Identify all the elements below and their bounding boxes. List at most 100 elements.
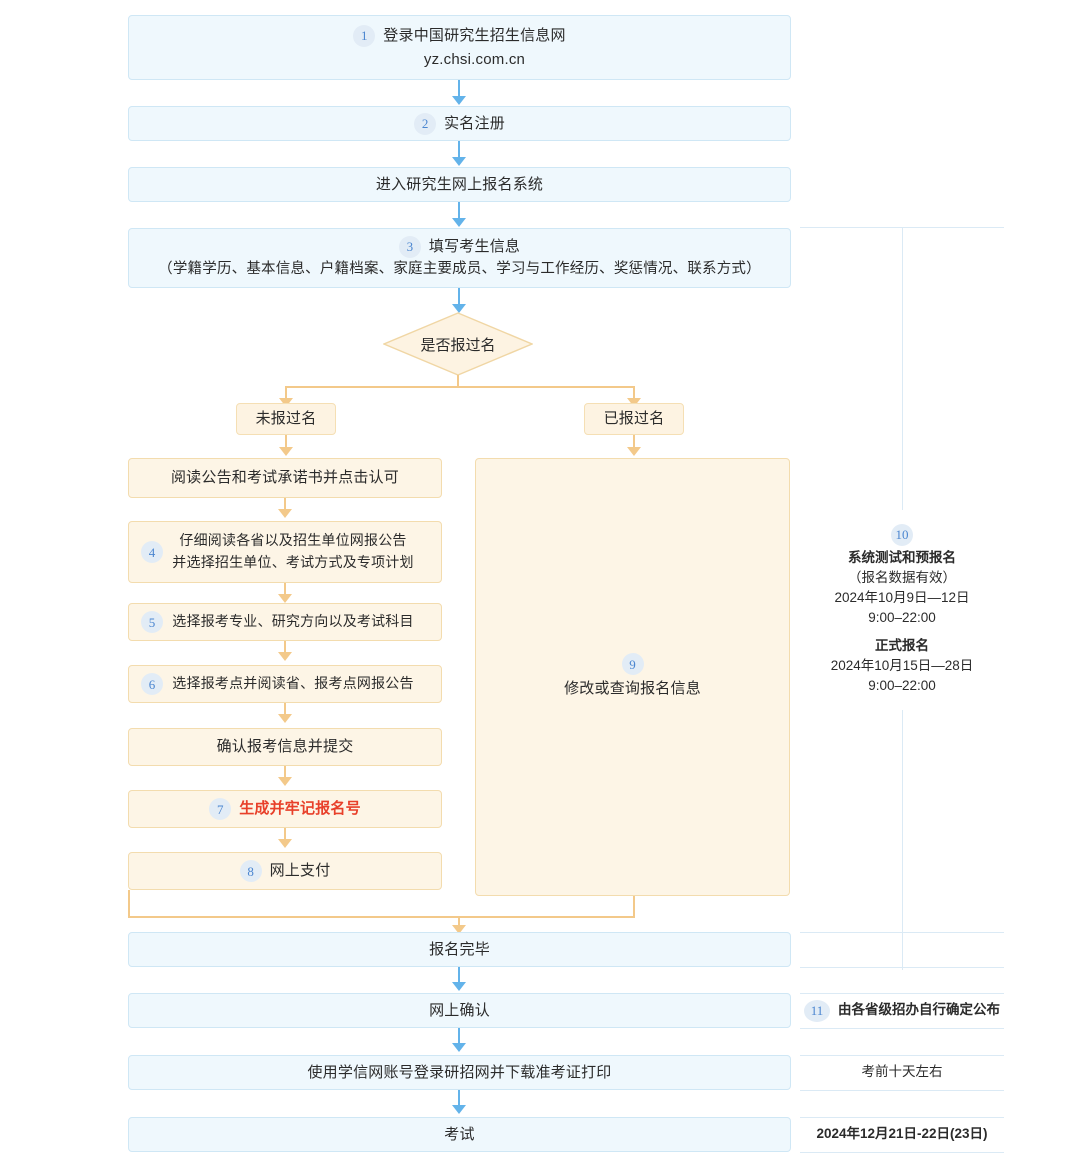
arrow-right-branch-down [627, 447, 641, 456]
connector-login-to-register [458, 80, 460, 98]
step-select-exam-site[interactable]: 6 选择报考点并阅读省、报考点网报公告 [128, 665, 442, 703]
step-enter-system[interactable]: 进入研究生网上报名系统 [128, 167, 791, 202]
timeline-pre-date: 2024年10月9日—12日 [834, 590, 970, 606]
timeline-ticket-text: 考前十天左右 [861, 1064, 943, 1080]
step-read-province-line2: 并选择招生单位、考试方式及专项计划 [172, 554, 414, 570]
step-confirm-submit[interactable]: 确认报考信息并提交 [128, 728, 442, 766]
timeline-exam-text: 2024年12月21日-22日(23日) [816, 1126, 988, 1142]
connector-merge-bar [128, 916, 635, 918]
connector-left-merge-down [128, 890, 130, 918]
timeline-formal-time: 9:00–22:00 [868, 678, 936, 694]
step-confirm-submit-label: 确认报考信息并提交 [216, 738, 354, 756]
connector-l5-l6 [284, 766, 286, 779]
arrow-confirm-to-ticket [452, 1043, 466, 1052]
branch-not-registered-text: 未报过名 [255, 410, 317, 428]
connector-right-merge-down [633, 896, 635, 918]
connector-l6-l7 [284, 828, 286, 841]
timeline-exam: 2024年12月21日-22日(23日) [800, 1117, 1004, 1152]
step-badge-3: 3 [398, 235, 421, 258]
arrow-system-to-info [452, 218, 466, 227]
panel-divider-ticket-bottom [800, 1090, 1004, 1091]
timeline-confirmation: 11 由各省级招办自行确定公布 [800, 993, 1004, 1028]
arrow-left-branch-down [279, 447, 293, 456]
connector-decision-left-drop [285, 386, 287, 400]
arrow-merge-to-complete [452, 925, 466, 934]
step-online-payment-label: 网上支付 [269, 862, 331, 880]
decision-label: 是否报过名 [420, 336, 496, 354]
step-fill-candidate-info[interactable]: 3 填写考生信息 （学籍学历、基本信息、户籍档案、家庭主要成员、学习与工作经历、… [128, 228, 791, 288]
step-modify-or-query[interactable]: 9 修改或查询报名信息 [475, 458, 790, 896]
step-online-payment[interactable]: 8 网上支付 [128, 852, 442, 890]
step-fill-info-title: 填写考生信息 [428, 238, 521, 256]
timeline-confirmation-text: 由各省级招办自行确定公布 [838, 1002, 1000, 1018]
connector-register-to-system [458, 141, 460, 159]
connector-ticket-to-exam [458, 1090, 460, 1107]
step-badge-2: 2 [414, 112, 437, 135]
step-badge-6: 6 [141, 673, 163, 695]
step-exam-label: 考试 [444, 1125, 475, 1143]
arrow-l5-l6 [278, 777, 292, 786]
connector-l3-l4 [284, 641, 286, 654]
step-online-confirmation[interactable]: 网上确认 [128, 993, 791, 1028]
step-read-province-announcement[interactable]: 4 仔细阅读各省以及招生单位网报公告 并选择招生单位、考试方式及专项计划 [128, 521, 442, 583]
connector-right-branch-down [633, 435, 635, 449]
timeline-pre-time: 9:00–22:00 [868, 610, 936, 626]
timeline-ticket: 考前十天左右 [800, 1055, 1004, 1090]
step-fill-info-detail: （学籍学历、基本信息、户籍档案、家庭主要成员、学习与工作经历、奖惩情况、联系方式… [158, 261, 761, 278]
timeline-pre-note: （报名数据有效） [848, 569, 956, 585]
arrow-decision-right [627, 398, 641, 407]
decision-has-registered[interactable]: 是否报过名 [383, 312, 533, 376]
step-registration-complete[interactable]: 报名完毕 [128, 932, 791, 967]
branch-label-already-registered[interactable]: 已报过名 [584, 403, 684, 435]
step-badge-5: 5 [141, 611, 163, 633]
step-select-exam-site-label: 选择报考点并阅读省、报考点网报公告 [172, 675, 414, 692]
step-read-province-line1: 仔细阅读各省以及招生单位网报公告 [179, 532, 407, 549]
panel-divider-confirm-top [800, 993, 1004, 994]
step-generate-number-label: 生成并牢记报名号 [239, 800, 361, 818]
connector-left-branch-down [285, 435, 287, 449]
panel-divider-confirm-bottom [800, 1028, 1004, 1029]
branch-label-not-registered[interactable]: 未报过名 [236, 403, 336, 435]
arrow-l2-l3 [278, 594, 292, 603]
connector-info-to-decision [458, 288, 460, 306]
step-read-announcement-label: 阅读公告和考试承诺书并点击认可 [170, 469, 399, 487]
timeline-badge-11: 11 [804, 999, 830, 1022]
panel-divider-exam-top [800, 1117, 1004, 1118]
step-download-ticket-label: 使用学信网账号登录研招网并下载准考证打印 [307, 1063, 612, 1081]
connector-l2-l3 [284, 583, 286, 596]
step-realname-label: 实名注册 [444, 114, 505, 132]
arrow-info-to-decision [452, 304, 466, 313]
connector-complete-to-confirm [458, 967, 460, 984]
timeline-badge-10: 10 [891, 523, 913, 546]
arrow-login-to-register [452, 96, 466, 105]
connector-l4-l5 [284, 703, 286, 716]
step-enter-system-label: 进入研究生网上报名系统 [375, 175, 544, 193]
step-login[interactable]: 1 登录中国研究生招生信息网 yz.chsi.com.cn [128, 15, 791, 80]
panel-divider-complete-bottom [800, 967, 1004, 968]
step-registration-complete-label: 报名完毕 [429, 940, 490, 958]
connector-merge-stem [458, 916, 460, 927]
connector-decision-stem [457, 375, 459, 388]
arrow-l3-l4 [278, 652, 292, 661]
panel-center-line-lower [902, 710, 903, 970]
arrow-l6-l7 [278, 839, 292, 848]
step-badge-9: 9 [621, 653, 644, 676]
step-online-confirmation-label: 网上确认 [429, 1001, 490, 1019]
step-select-major[interactable]: 5 选择报考专业、研究方向以及考试科目 [128, 603, 442, 641]
panel-divider-complete-top [800, 932, 1004, 933]
step-generate-registration-number[interactable]: 7 生成并牢记报名号 [128, 790, 442, 828]
step-login-url: yz.chsi.com.cn [423, 50, 526, 68]
step-badge-4: 4 [141, 541, 163, 563]
step-exam[interactable]: 考试 [128, 1117, 791, 1152]
step-realname-register[interactable]: 2 实名注册 [128, 106, 791, 141]
panel-center-line-upper [902, 227, 903, 510]
arrow-complete-to-confirm [452, 982, 466, 991]
step-download-admission-ticket[interactable]: 使用学信网账号登录研招网并下载准考证打印 [128, 1055, 791, 1090]
arrow-l1-l2 [278, 509, 292, 518]
branch-already-registered-text: 已报过名 [603, 410, 665, 428]
timeline-formal-title: 正式报名 [875, 637, 929, 653]
connector-l1-l2 [284, 498, 286, 511]
step-read-announcement[interactable]: 阅读公告和考试承诺书并点击认可 [128, 458, 442, 498]
step-select-major-label: 选择报考专业、研究方向以及考试科目 [172, 613, 414, 630]
